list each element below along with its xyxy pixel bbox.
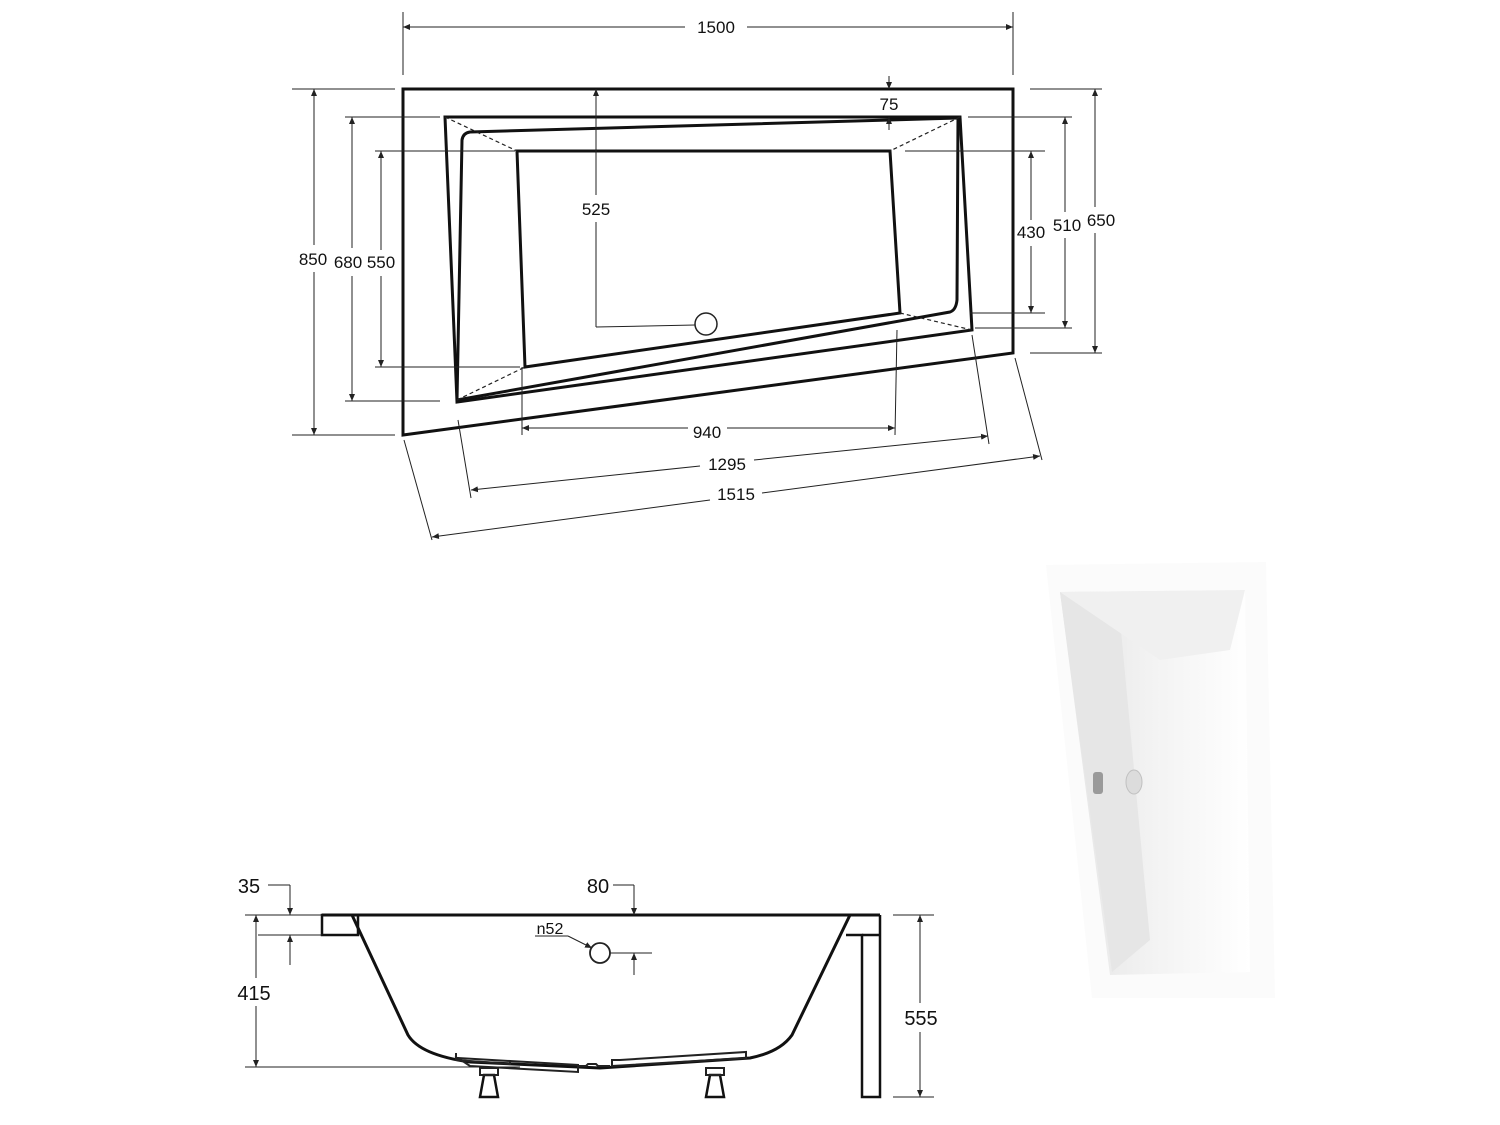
overflow-icon: [589, 942, 611, 964]
dim-n52: n52: [537, 921, 564, 938]
drain-icon: [694, 312, 718, 336]
dim-35: 35: [238, 876, 260, 898]
inner-rim-edge: [455, 116, 959, 401]
side-view: n52 80 35 415 555: [237, 876, 938, 1099]
drain-cap-icon: [1125, 769, 1143, 795]
dim-850: 850: [299, 250, 327, 269]
foot-right: [704, 1073, 726, 1099]
dim-940: 940: [693, 423, 721, 442]
support-leg: [846, 915, 882, 1099]
dim-550: 550: [367, 253, 395, 272]
dim-650: 650: [1087, 211, 1115, 230]
dim-80: 80: [587, 876, 609, 898]
dim-415: 415: [237, 983, 270, 1005]
dim-75: 75: [880, 95, 899, 114]
tub-profile: [350, 914, 852, 1070]
dim-510: 510: [1053, 216, 1081, 235]
inner-rim-edge-right: [456, 117, 960, 402]
overflow-fitting-icon: [1093, 772, 1103, 794]
dim-1295: 1295: [708, 455, 746, 474]
dim-430: 430: [1017, 223, 1045, 242]
foot-left: [478, 1073, 500, 1099]
dim-680: 680: [334, 253, 362, 272]
dim-1515: 1515: [717, 485, 755, 504]
bathtub-photo: [1046, 562, 1275, 998]
dim-1500: 1500: [697, 18, 735, 37]
plan-view: 1500 850 680 550 525 75 430 510: [292, 12, 1115, 541]
outer-outline: [401, 87, 1015, 437]
dim-555: 555: [904, 1008, 937, 1030]
dim-525: 525: [582, 200, 610, 219]
